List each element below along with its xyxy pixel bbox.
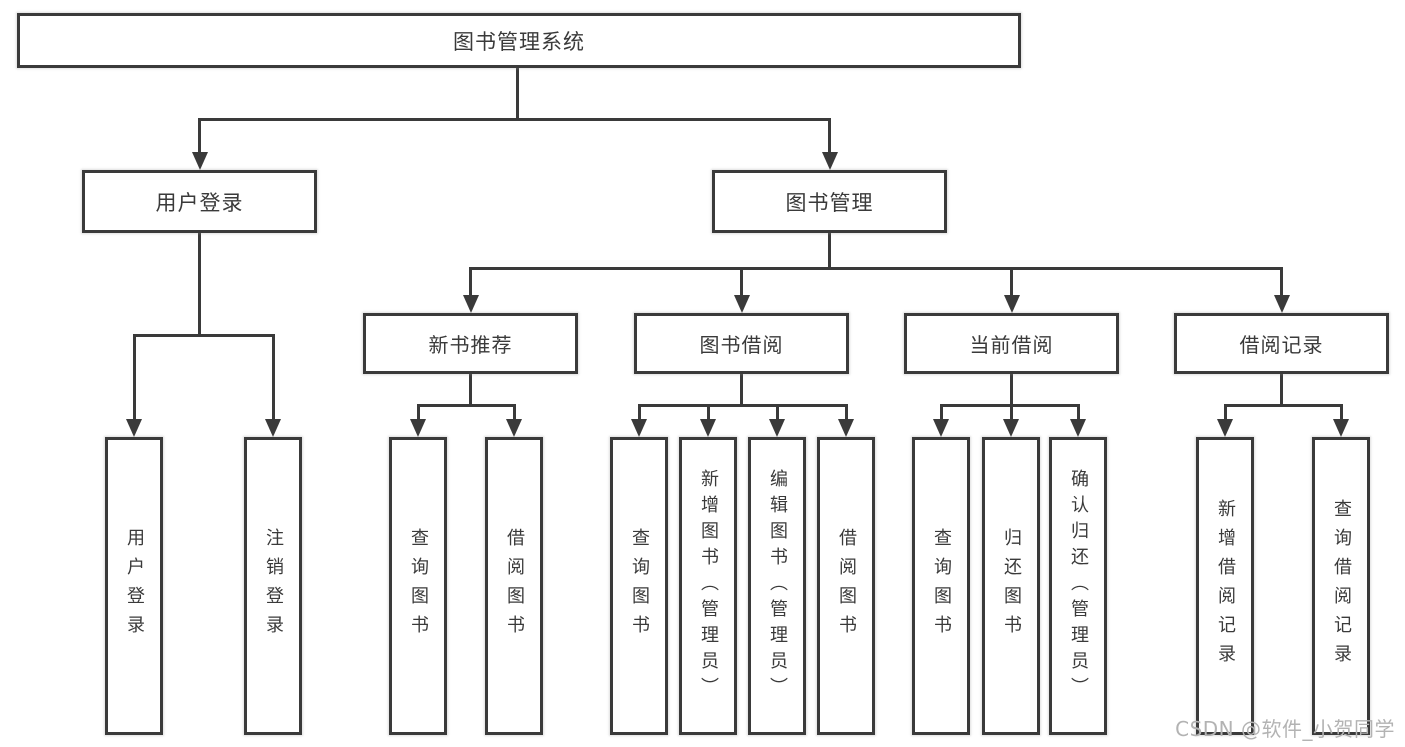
node-label: 图书管理 (785, 190, 874, 215)
node-label: 查询图书 (408, 528, 429, 644)
connector-root-stub (516, 67, 519, 120)
arrowhead-down-icon (126, 419, 142, 437)
connector-login-bar (133, 334, 275, 337)
arrowhead-down-icon (463, 295, 479, 313)
node-borrowing-records: 借阅记录 (1174, 313, 1389, 374)
node-label: 借阅记录 (1239, 333, 1324, 357)
node-leaf-logout: 注销登录 (244, 437, 302, 735)
connector-records-stub (1280, 372, 1283, 407)
node-leaf-borrow-books-recommend: 借阅图书 (485, 437, 543, 735)
connector-recommend-stub (469, 372, 472, 407)
connector-recommend-drop-2 (513, 404, 516, 419)
connector-borrow-drop-1 (638, 404, 641, 419)
node-label: 当前借阅 (969, 333, 1054, 357)
connector-root-bar (198, 118, 831, 121)
connector-root-drop-book-mgmt (828, 118, 831, 152)
node-label: 查询图书 (931, 528, 952, 644)
connector-recommend-drop-1 (417, 404, 420, 419)
connector-mgmt-drop-records (1280, 267, 1283, 295)
arrowhead-down-icon (1217, 419, 1233, 437)
connector-mgmt-drop-current (1010, 267, 1013, 295)
connector-records-drop-1 (1224, 404, 1227, 419)
connector-recommend-bar (417, 404, 516, 407)
node-label: 用户登录 (124, 528, 145, 644)
connector-root-drop-user-login (198, 118, 201, 152)
connector-records-drop-2 (1340, 404, 1343, 419)
node-label: 用户登录 (155, 190, 244, 215)
arrowhead-down-icon (838, 419, 854, 437)
node-label: 新增借阅记录 (1215, 499, 1236, 673)
connector-login-stub (198, 232, 201, 336)
arrowhead-down-icon (1333, 419, 1349, 437)
node-book-borrowing: 图书借阅 (634, 313, 849, 374)
node-label: 新书推荐 (428, 333, 513, 357)
connector-mgmt-drop-recommend (469, 267, 472, 295)
node-leaf-return-books: 归还图书 (982, 437, 1040, 735)
node-new-book-recommend: 新书推荐 (363, 313, 578, 374)
connector-records-bar (1224, 404, 1343, 407)
node-leaf-borrow-books: 借阅图书 (817, 437, 875, 735)
arrowhead-down-icon (265, 419, 281, 437)
node-leaf-query-borrow-record: 查询借阅记录 (1312, 437, 1370, 735)
csdn-watermark: CSDN @软件_小贺同学 (1175, 717, 1395, 741)
node-current-borrowing: 当前借阅 (904, 313, 1119, 374)
node-label: 归还图书 (1001, 528, 1022, 644)
connector-borrow-drop-3 (776, 404, 779, 419)
node-leaf-edit-books-admin: 编辑图书（管理员） (748, 437, 806, 735)
node-label: 图书管理系统 (453, 29, 585, 54)
connector-current-drop-1 (940, 404, 943, 419)
arrowhead-down-icon (1274, 295, 1290, 313)
node-label: 借阅图书 (504, 528, 525, 644)
arrowhead-down-icon (822, 152, 838, 170)
connector-borrow-stub (740, 372, 743, 407)
arrowhead-down-icon (1003, 419, 1019, 437)
node-label: 注销登录 (263, 528, 284, 644)
node-leaf-query-books-borrow: 查询图书 (610, 437, 668, 735)
node-label: 确认归还（管理员） (1068, 469, 1089, 703)
connector-login-drop-2 (272, 334, 275, 419)
connector-mgmt-bar (469, 267, 1283, 270)
connector-current-drop-3 (1077, 404, 1080, 419)
node-leaf-add-books-admin: 新增图书（管理员） (679, 437, 737, 735)
connector-login-drop-1 (133, 334, 136, 419)
connector-current-stub (1010, 372, 1013, 407)
arrowhead-down-icon (769, 419, 785, 437)
node-label: 查询图书 (629, 528, 650, 644)
node-leaf-query-books-current: 查询图书 (912, 437, 970, 735)
node-leaf-user-login: 用户登录 (105, 437, 163, 735)
node-user-login: 用户登录 (82, 170, 317, 233)
node-label: 查询借阅记录 (1331, 499, 1352, 673)
arrowhead-down-icon (192, 152, 208, 170)
connector-borrow-drop-4 (845, 404, 848, 419)
node-label: 新增图书（管理员） (698, 469, 719, 703)
node-book-management: 图书管理 (712, 170, 947, 233)
arrowhead-down-icon (933, 419, 949, 437)
arrowhead-down-icon (1070, 419, 1086, 437)
node-label: 编辑图书（管理员） (767, 469, 788, 703)
connector-mgmt-stub (828, 232, 831, 269)
arrowhead-down-icon (506, 419, 522, 437)
node-label: 图书借阅 (699, 333, 784, 357)
arrowhead-down-icon (1004, 295, 1020, 313)
node-leaf-confirm-return-admin: 确认归还（管理员） (1049, 437, 1107, 735)
node-library-management-system: 图书管理系统 (17, 13, 1021, 68)
connector-borrow-bar (638, 404, 848, 407)
connector-mgmt-drop-borrow (740, 267, 743, 295)
arrowhead-down-icon (700, 419, 716, 437)
connector-current-drop-2 (1010, 404, 1013, 419)
arrowhead-down-icon (734, 295, 750, 313)
arrowhead-down-icon (631, 419, 647, 437)
connector-borrow-drop-2 (707, 404, 710, 419)
node-leaf-query-books-recommend: 查询图书 (389, 437, 447, 735)
node-leaf-add-borrow-record: 新增借阅记录 (1196, 437, 1254, 735)
arrowhead-down-icon (410, 419, 426, 437)
node-label: 借阅图书 (836, 528, 857, 644)
